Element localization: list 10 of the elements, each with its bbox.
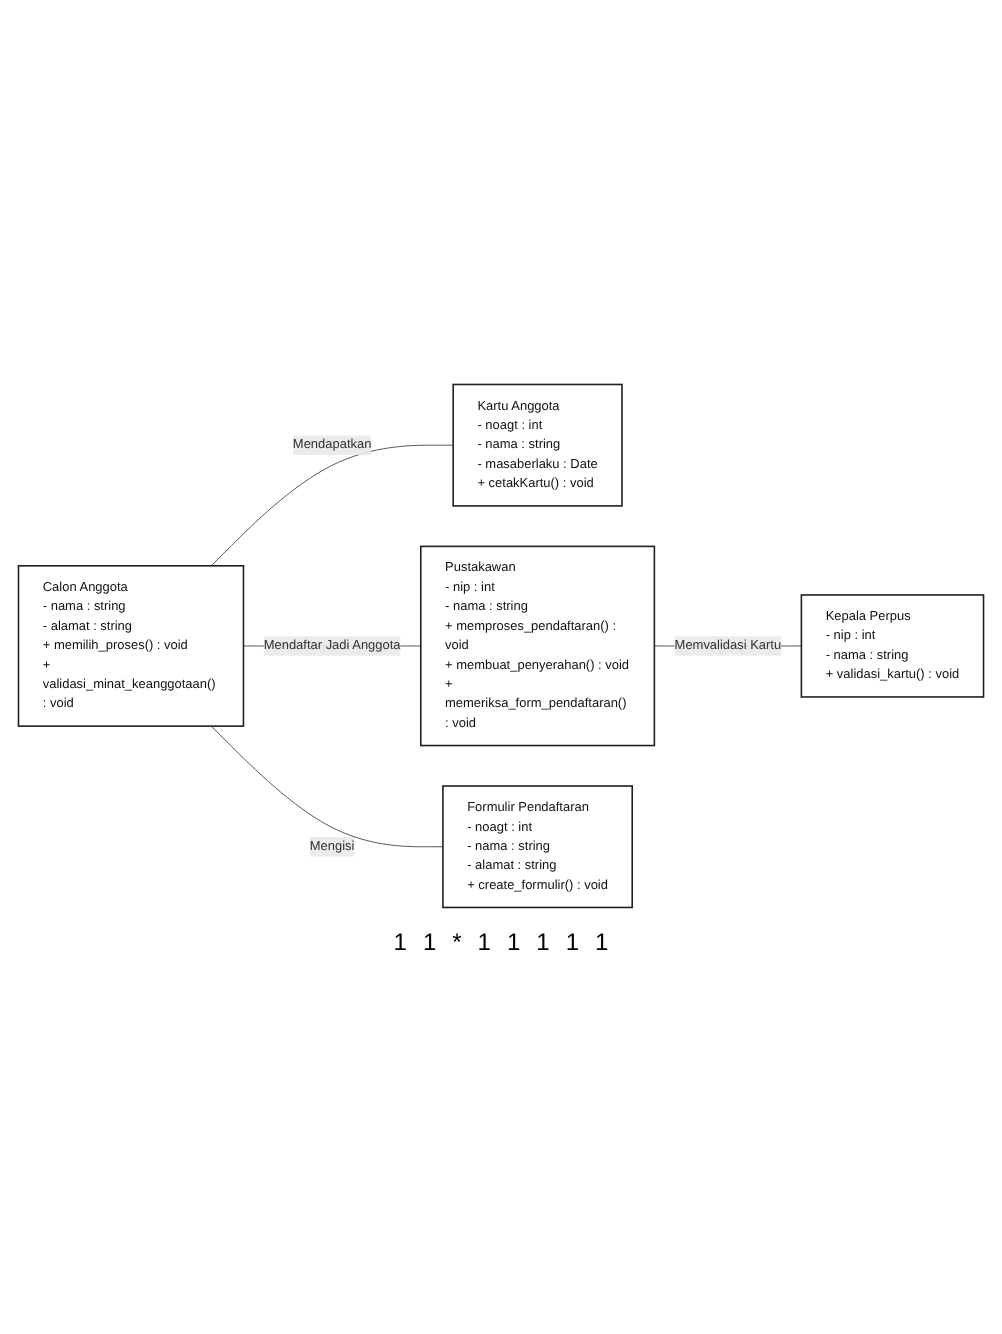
multiplicity-label: 1 — [477, 928, 491, 957]
multiplicity-label: 1 — [422, 928, 437, 957]
connector — [210, 443, 454, 566]
multiplicity-label: 1 — [536, 928, 550, 957]
multiplicity-label: 1 — [565, 928, 580, 957]
multiplicity-label: 1 — [393, 928, 407, 957]
connector — [210, 724, 444, 847]
multiplicity-label: 1 — [506, 928, 521, 957]
multiplicity-label: 1 — [595, 928, 609, 957]
multiplicity-label: * — [452, 928, 462, 957]
